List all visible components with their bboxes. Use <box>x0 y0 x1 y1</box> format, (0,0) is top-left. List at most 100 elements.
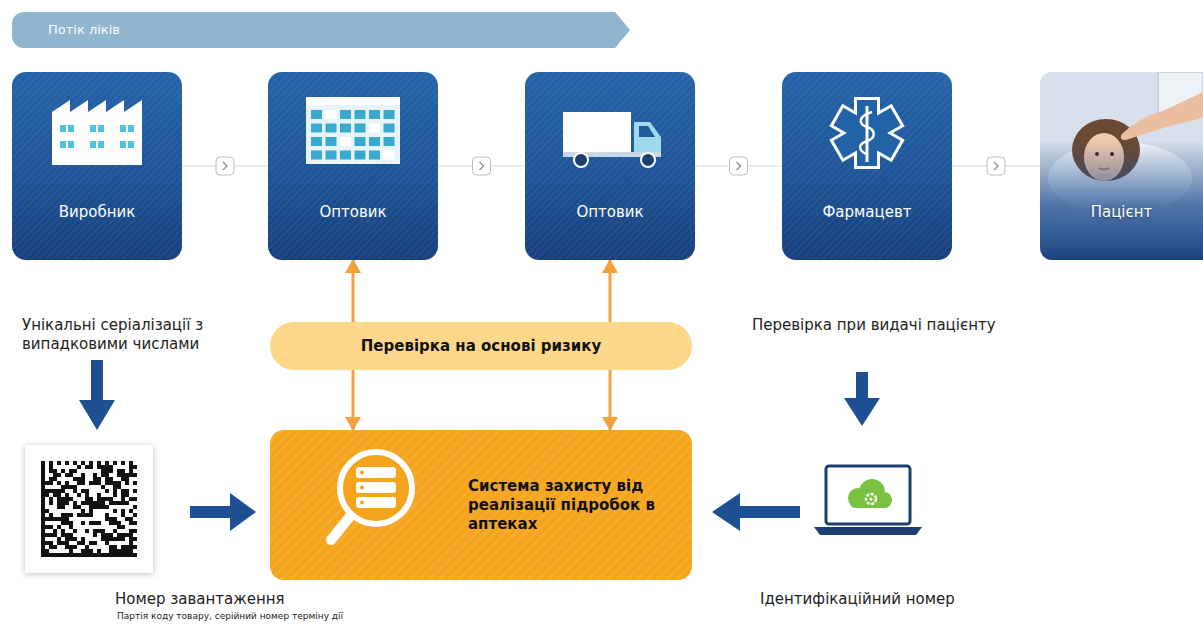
data-matrix-code-part-part <box>65 545 69 549</box>
data-matrix-code-part-part <box>45 541 49 545</box>
data-matrix-code-part-part <box>133 505 137 509</box>
data-matrix-code-part-part <box>61 485 65 489</box>
data-matrix-code-part-part <box>97 497 101 501</box>
data-matrix-code-part-part <box>97 501 101 505</box>
data-matrix-code-part-part <box>101 505 105 509</box>
data-matrix-code-part-part <box>113 509 117 513</box>
data-matrix-code-part-part <box>57 493 61 497</box>
data-matrix-code-part-part <box>117 537 121 541</box>
data-matrix-code-part-part <box>121 525 125 529</box>
data-matrix-code-part-part <box>45 493 49 497</box>
data-matrix-code-part-part <box>109 533 113 537</box>
data-matrix-code-part-part <box>49 461 53 465</box>
node-label: Система захисту від реалізації підробок … <box>468 477 668 534</box>
data-matrix-code-part-part <box>89 481 93 485</box>
data-matrix-code-part-part <box>105 461 109 465</box>
data-matrix-code-part-part <box>81 541 85 545</box>
data-matrix-code-part-part <box>41 477 45 481</box>
node-label: Оптовик <box>576 203 643 222</box>
note-label: Ідентифікаційний номер <box>760 590 1080 609</box>
star-of-life-icon-part <box>833 108 900 158</box>
data-matrix-code-part-part <box>97 493 101 497</box>
data-matrix-code-part-part <box>97 505 101 509</box>
building-icon-part <box>340 137 351 146</box>
flow-connector <box>182 165 268 167</box>
data-matrix-code-part-part <box>133 553 137 557</box>
diagram-title: Потік ліків <box>48 21 120 39</box>
data-matrix-code-part-part <box>121 477 125 481</box>
node-label: Фармацевт <box>822 203 911 222</box>
data-matrix-code-part-part <box>57 517 61 521</box>
data-matrix-code-part-part <box>85 549 89 553</box>
data-matrix-code-part-part <box>125 517 129 521</box>
data-matrix-code-part-part <box>65 541 69 545</box>
data-matrix-code-part-part <box>129 545 133 549</box>
process-box: Фармацевт <box>782 72 952 260</box>
star-of-life-icon-part <box>857 100 877 166</box>
data-matrix-code-part-part <box>113 493 117 497</box>
data-matrix-code-part-part <box>117 553 121 557</box>
data-matrix-code-part-part <box>69 469 73 473</box>
data-matrix-code-part-part <box>133 537 137 541</box>
data-matrix-code-part-part <box>121 553 125 557</box>
data-matrix-code-part-part <box>125 545 129 549</box>
data-matrix-code-part-part <box>129 461 133 465</box>
data-matrix-code-part-part <box>57 525 61 529</box>
data-matrix-code-part-part <box>113 461 117 465</box>
data-matrix-code-part-part <box>105 553 109 557</box>
data-matrix-code-part-part <box>65 533 69 537</box>
data-matrix-code-part-part <box>57 473 61 477</box>
note-label: Унікальні серіалізації з випадковими чис… <box>22 316 227 354</box>
block-arrows-part <box>230 493 256 531</box>
data-matrix-code-part-part <box>73 461 77 465</box>
building-icon-part <box>311 110 322 119</box>
data-matrix-code-part-part <box>125 481 129 485</box>
data-matrix-code-part-part <box>113 549 117 553</box>
data-matrix-code-part-part <box>117 485 121 489</box>
node-label: Виробник <box>59 203 136 222</box>
data-matrix-code-part-part <box>125 477 129 481</box>
laptop-icon-part <box>869 497 872 500</box>
data-matrix-code-part-part <box>97 549 101 553</box>
data-matrix-code-part-part <box>45 489 49 493</box>
block-arrows-part <box>190 506 232 518</box>
building-icon <box>306 97 400 164</box>
data-matrix-code-part-part <box>105 517 109 521</box>
patient-photo-part <box>1099 168 1109 170</box>
data-matrix-code-part-part <box>41 497 45 501</box>
data-matrix-code-part-part <box>113 517 117 521</box>
data-matrix-code-part-part <box>41 553 45 557</box>
data-matrix-code-part-part <box>93 541 97 545</box>
data-matrix-code-part-part <box>97 553 101 557</box>
data-matrix-code-part-part <box>49 469 53 473</box>
data-matrix-code-part-part <box>73 485 77 489</box>
data-matrix-code-part-part <box>69 545 73 549</box>
data-matrix-code-part-part <box>81 481 85 485</box>
data-matrix-code-part-part <box>133 521 137 525</box>
data-matrix-code-part-part <box>109 477 113 481</box>
factory-icon-part <box>60 125 66 132</box>
data-matrix-code-part-part <box>105 537 109 541</box>
data-matrix-code-part-part <box>77 477 81 481</box>
data-matrix-code-part-part <box>129 533 133 537</box>
data-matrix-code-part-part <box>73 537 77 541</box>
data-matrix-code-part-part <box>49 481 53 485</box>
laptop-icon <box>814 466 922 535</box>
data-matrix-code-part-part <box>65 501 69 505</box>
data-matrix-code-part-part <box>129 529 133 533</box>
factory-icon <box>52 100 142 165</box>
data-matrix-code-part-part <box>53 473 57 477</box>
data-matrix-code-part-part <box>121 537 125 541</box>
data-matrix-code-part-part <box>85 493 89 497</box>
data-matrix-code-part-part <box>121 509 125 513</box>
data-matrix-code-part-part <box>61 501 65 505</box>
data-matrix-code-part-part <box>53 469 57 473</box>
flow-connector <box>438 165 525 167</box>
magnifier-icon-part <box>356 467 396 478</box>
factory-icon-part <box>68 125 74 132</box>
data-matrix-code-part-part <box>125 489 129 493</box>
data-matrix-code-part-part <box>105 497 109 501</box>
data-matrix-code-part-part <box>57 461 61 465</box>
